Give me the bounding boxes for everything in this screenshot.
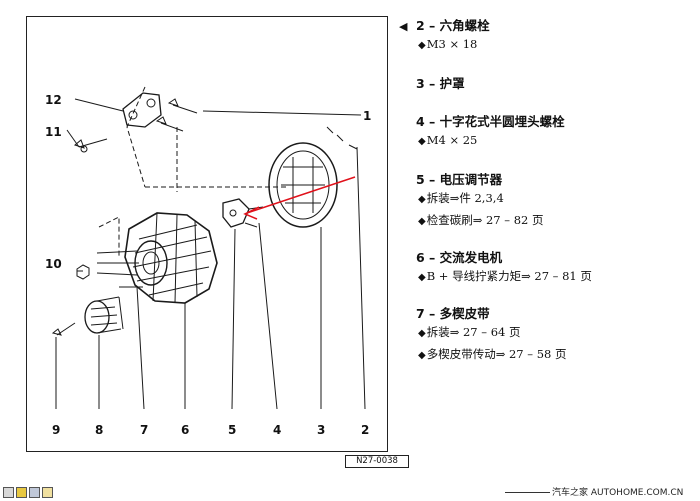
legend-entry-title: 7 – 多楔皮带 [416, 306, 490, 321]
callout-9: 9 [52, 423, 61, 437]
legend-entry-detail: ◆拆装⇒ 27 – 64 页 [418, 325, 521, 339]
legend-entry-2: 2 – 六角螺栓 ◆M3 × 18 [416, 18, 490, 56]
callout-1: 1 [363, 109, 372, 123]
diamond-bullet-icon: ◆ [418, 40, 426, 51]
legend-entry-detail: ◆M3 × 18 [418, 37, 478, 51]
folder-icon[interactable] [16, 487, 27, 498]
callout-11: 11 [45, 125, 62, 139]
legend-entry-detail: ◆拆装⇒件 2,3,4 [418, 191, 504, 205]
callout-3: 3 [317, 423, 326, 437]
legend-entry-title: 4 – 十字花式半圆埋头螺栓 [416, 114, 565, 129]
diamond-bullet-icon: ◆ [418, 350, 426, 361]
keyboard-icon[interactable] [3, 487, 14, 498]
diamond-bullet-icon: ◆ [418, 328, 426, 339]
save-icon[interactable] [29, 487, 40, 498]
callout-2: 2 [361, 423, 370, 437]
exploded-view-diagram: 12 1 11 10 9 8 7 6 5 4 3 2 N27-0038 [26, 16, 409, 468]
diamond-bullet-icon: ◆ [418, 272, 426, 283]
legend-entry-6: 6 – 交流发电机 ◆B + 导线拧紧力矩⇒ 27 – 81 页 [416, 250, 592, 288]
legend-entry-detail: ◆多楔皮带传动⇒ 27 – 58 页 [418, 347, 567, 361]
legend-entry-title: 2 – 六角螺栓 [416, 18, 490, 33]
callout-12: 12 [45, 93, 62, 107]
legend-entry-4: 4 – 十字花式半圆埋头螺栓 ◆M4 × 25 [416, 114, 565, 152]
legend-entry-detail: ◆B + 导线拧紧力矩⇒ 27 – 81 页 [418, 269, 592, 283]
help-icon[interactable] [42, 487, 53, 498]
alternator-line-drawing [51, 86, 366, 410]
legend-marker-icon: ◀ [399, 20, 408, 33]
legend-entry-detail: ◆检查碳刷⇒ 27 – 82 页 [418, 213, 544, 227]
watermark: 汽车之家 AUTOHOME.COM.CN [552, 488, 684, 498]
legend-entry-3: 3 – 护罩 [416, 76, 465, 92]
legend-entry-5: 5 – 电压调节器 ◆拆装⇒件 2,3,4 ◆检查碳刷⇒ 27 – 82 页 [416, 172, 543, 232]
diagram-reference-code: N27-0038 [345, 455, 409, 468]
diamond-bullet-icon: ◆ [418, 136, 426, 147]
callout-10: 10 [45, 257, 62, 271]
diamond-bullet-icon: ◆ [418, 216, 426, 227]
callout-5: 5 [228, 423, 237, 437]
legend-entry-title: 6 – 交流发电机 [416, 250, 503, 265]
callout-4: 4 [273, 423, 282, 437]
diamond-bullet-icon: ◆ [418, 194, 426, 205]
legend-entry-title: 3 – 护罩 [416, 76, 465, 91]
legend-entry-7: 7 – 多楔皮带 ◆拆装⇒ 27 – 64 页 ◆多楔皮带传动⇒ 27 – 58… [416, 306, 566, 366]
legend-entry-detail: ◆M4 × 25 [418, 133, 478, 147]
watermark-rule [505, 492, 550, 493]
callout-8: 8 [95, 423, 104, 437]
callout-6: 6 [181, 423, 190, 437]
legend-entry-title: 5 – 电压调节器 [416, 172, 503, 187]
callout-7: 7 [140, 423, 149, 437]
